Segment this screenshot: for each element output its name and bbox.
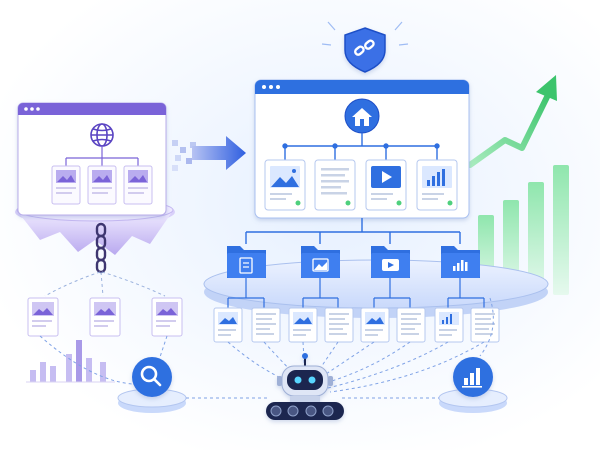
transfer-pixels (172, 140, 196, 171)
chart-page-card (416, 159, 458, 211)
crawl-dashed-links (39, 297, 494, 399)
document-page-card (314, 159, 356, 211)
folder-icon (227, 246, 266, 278)
globe-icon (90, 123, 114, 147)
window-dot (262, 85, 266, 89)
left-mini-pages (51, 165, 153, 205)
leaf-page (213, 307, 243, 343)
growth-bar (553, 165, 569, 295)
bar-chart-icon (427, 169, 445, 186)
growth-arrow-head (536, 75, 557, 101)
leaf-page (396, 307, 426, 343)
search-magnifier-icon (140, 365, 162, 387)
robot-crawler-icon (266, 353, 344, 420)
analytics-node (438, 357, 508, 413)
video-play-icon (382, 171, 392, 183)
main-tree-lines (282, 133, 440, 160)
leaf-page (288, 307, 318, 343)
bar-chart-icon (462, 368, 482, 388)
folders (227, 246, 480, 278)
floating-page (151, 297, 183, 337)
window-dot (269, 85, 273, 89)
home-icon (344, 98, 380, 134)
leaf-page (251, 307, 281, 343)
leaf-pages (213, 307, 500, 343)
left-tree-lines (65, 146, 139, 166)
folder-icon (301, 246, 340, 278)
migration-arrow-icon (192, 136, 246, 170)
window-dot (30, 107, 34, 111)
shield-rays (321, 21, 409, 46)
leaf-page (324, 307, 354, 343)
video-page-card (365, 159, 407, 211)
search-node (117, 357, 187, 413)
leaf-page (360, 307, 390, 343)
image-page-card (264, 159, 306, 211)
window-dot (276, 85, 280, 89)
left-dashed-links (44, 271, 166, 297)
top-level-pages (264, 159, 458, 211)
window-dot (36, 107, 40, 111)
growth-arrow-icon (467, 92, 551, 168)
new-website-window (254, 79, 470, 219)
floating-page (27, 297, 59, 337)
leaf-page (470, 307, 500, 343)
folder-icon (441, 246, 480, 278)
folder-tree-lines (245, 218, 461, 244)
left-floating-pages (27, 297, 183, 337)
shield-link-icon (344, 27, 386, 73)
leaf-page (434, 307, 464, 343)
robot-eye (308, 376, 316, 384)
window-dot (24, 107, 28, 111)
left-bar-decoration (26, 340, 115, 383)
growth-bar (528, 182, 544, 295)
floating-page (89, 297, 121, 337)
leaf-tree-lines (227, 278, 485, 308)
folder-icon (371, 246, 410, 278)
robot-eye (294, 376, 302, 384)
text-document-icon (321, 168, 349, 195)
image-icon (271, 176, 299, 187)
